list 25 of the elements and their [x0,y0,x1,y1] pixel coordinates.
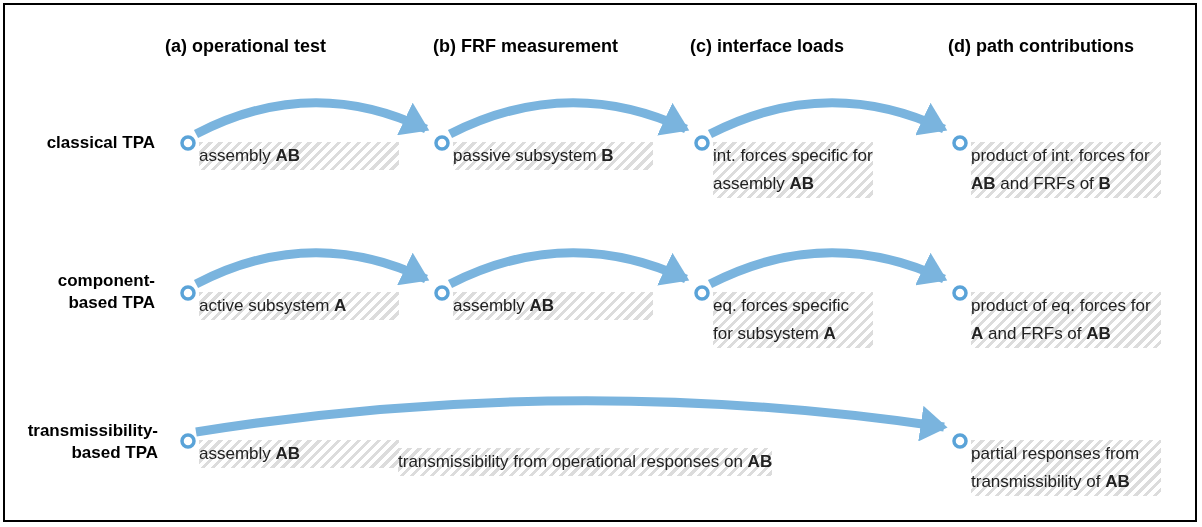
column-heading: (d) path contributions [948,35,1135,58]
node-text: assembly AB [199,142,399,170]
column-heading: (b) FRF measurement [433,35,620,58]
curved-arrow [708,98,948,139]
column-heading: (c) interface loads [690,35,846,58]
node-text: partial responses from transmissibility of AB [971,440,1161,496]
node-text: eq. forces specific for subsystem A [713,292,873,348]
node-text: int. forces specific for assembly AB [713,142,873,198]
row-heading: classical TPA [45,132,155,154]
node-text: assembly AB [199,440,399,468]
row-heading: component-based TPA [56,270,155,314]
node-text: passive subsystem B [453,142,653,170]
curved-arrow [448,98,690,139]
curved-arrow [195,396,948,442]
node-text: product of eq. forces for A and FRFs of AB [971,292,1161,348]
node-text: assembly AB [453,292,653,320]
column-heading: (a) operational test [165,35,328,58]
node-text: product of int. forces for AB and FRFs of B [971,142,1161,198]
curved-arrow [194,248,430,289]
curved-arrow [708,248,948,289]
curved-arrow [448,248,690,289]
curved-arrow [194,98,430,139]
note-text: transmissibility from operational responses on AB [398,448,773,476]
row-heading: transmissibility-based TPA [26,420,158,464]
node-text: active subsystem A [199,292,399,320]
